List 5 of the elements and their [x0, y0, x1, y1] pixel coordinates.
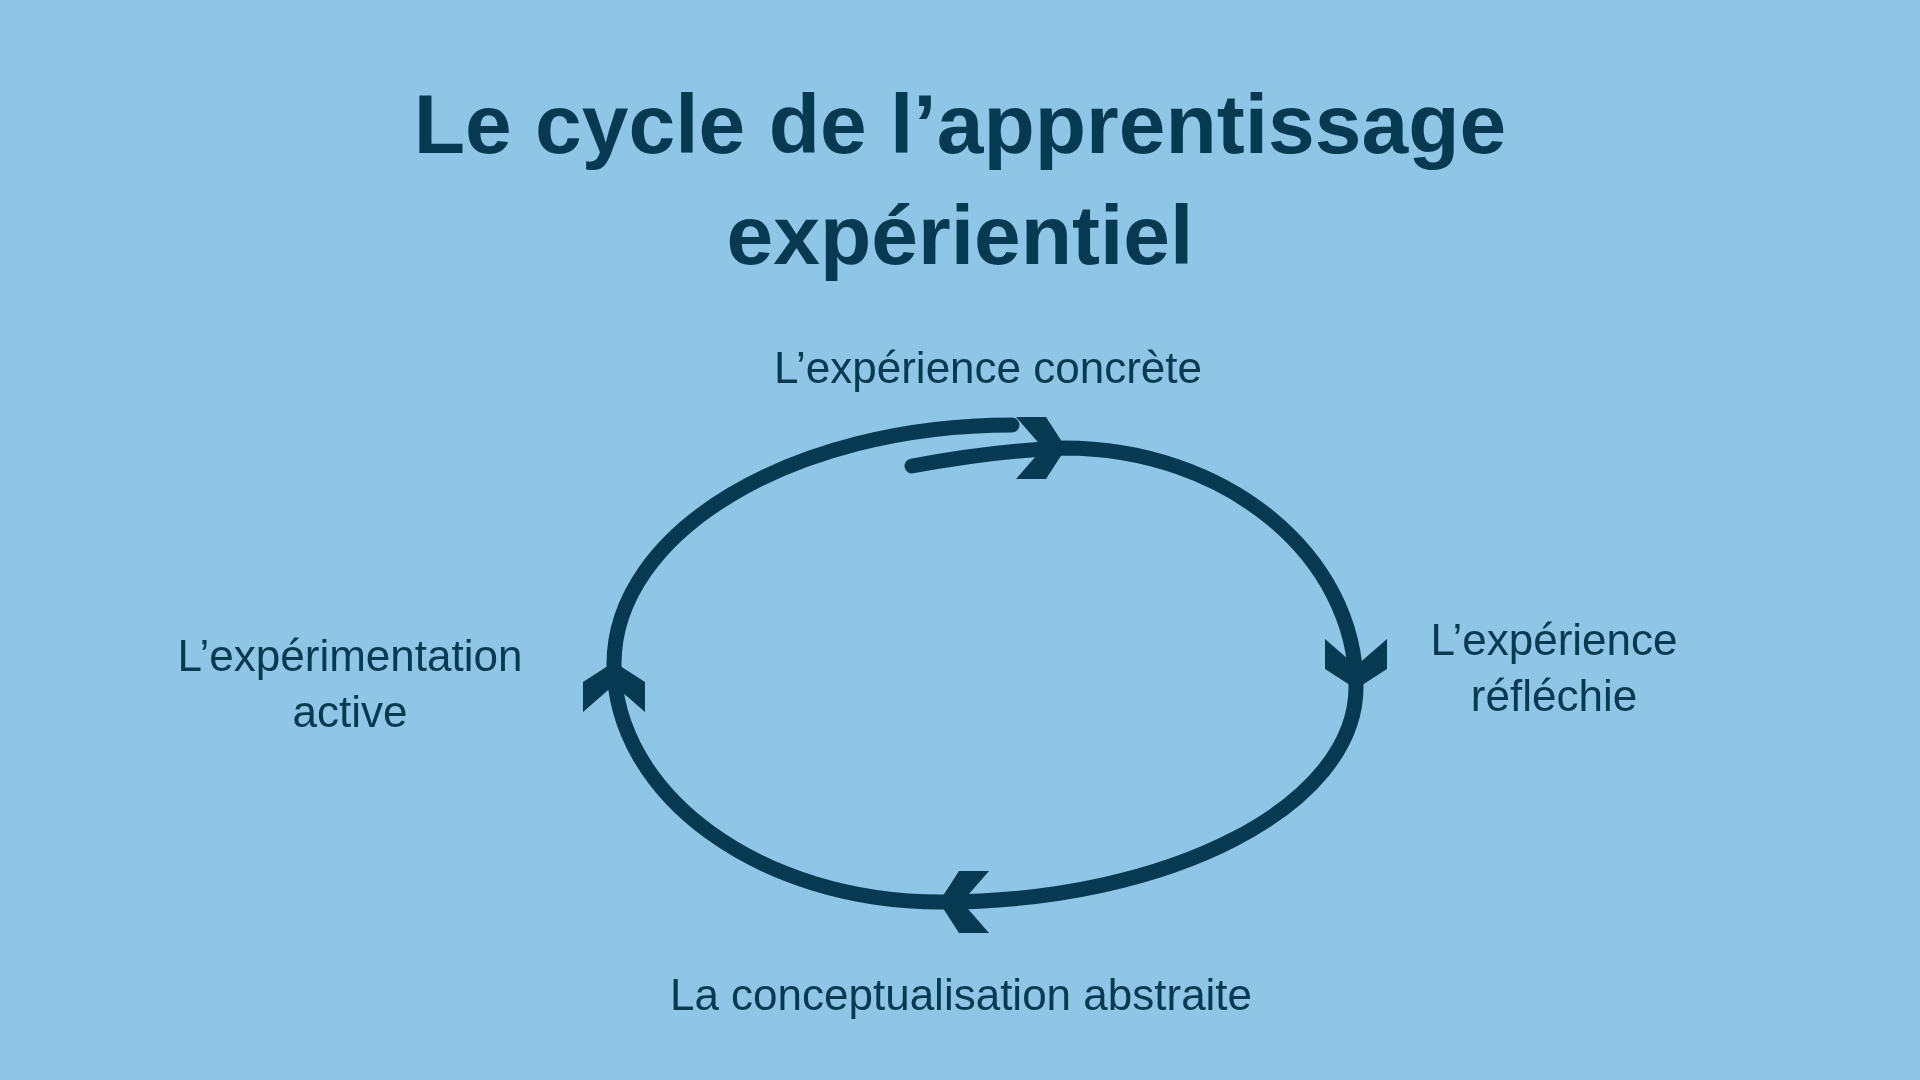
stage-label: La conceptualisation abstraite	[668, 969, 1254, 1021]
stage-label: L’expérimentation active	[176, 630, 524, 738]
title: Le cycle de l’apprentissage expérientiel	[412, 76, 1508, 284]
stage-label: L’expérience réfléchie	[1429, 614, 1679, 722]
stage-label: L’expérience concrète	[772, 342, 1204, 394]
